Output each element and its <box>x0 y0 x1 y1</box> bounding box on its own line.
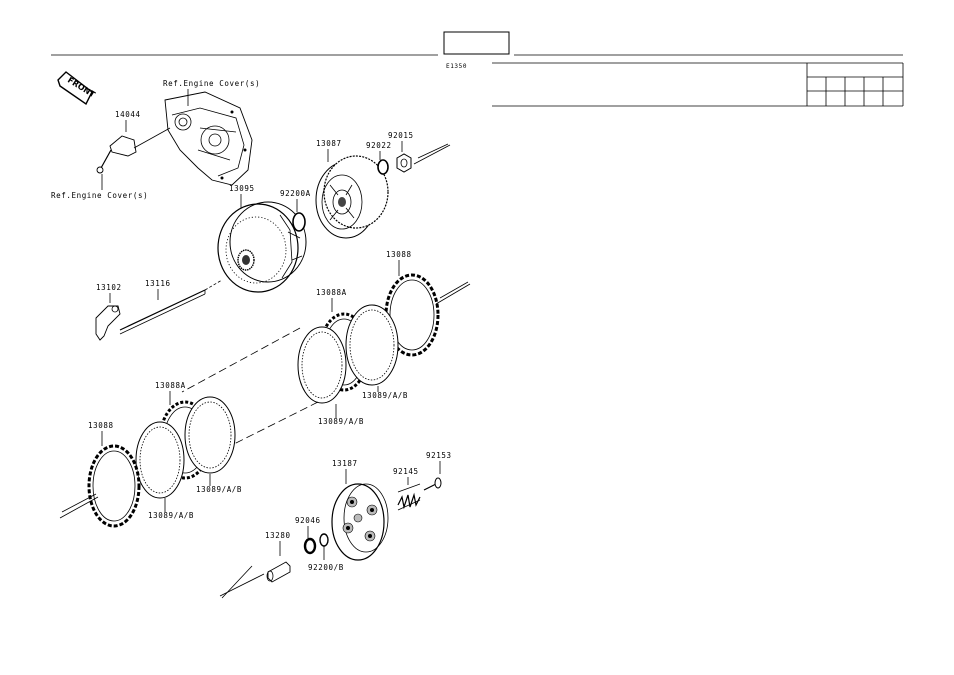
label-92200A: 92200A <box>280 189 311 198</box>
label-13280: 13280 <box>265 531 291 540</box>
part-92200A-washer <box>292 212 306 232</box>
part-13089-plates-left <box>135 396 236 499</box>
part-13095-hub <box>217 201 307 293</box>
axis-arrow-left <box>61 493 97 513</box>
label-92015: 92015 <box>388 131 414 140</box>
engine-cover-bolt <box>96 149 112 174</box>
label-92145: 92145 <box>393 467 419 476</box>
ref-engine-cover-bottom: Ref.Engine Cover(s) <box>51 191 148 200</box>
label-13116: 13116 <box>145 279 171 288</box>
axis-arrow-top <box>417 143 449 159</box>
alignment-line-lower <box>229 401 319 447</box>
part-13088-plate-left <box>87 444 141 528</box>
ref-engine-cover-top: Ref.Engine Cover(s) <box>163 79 260 88</box>
label-92200B: 92200/B <box>308 563 344 572</box>
engine-cover <box>164 91 253 186</box>
part-13087-housing <box>315 155 389 239</box>
part-92046-bearing <box>303 537 317 555</box>
label-13088A-left: 13088A <box>155 381 186 390</box>
label-13088-left: 13088 <box>88 421 114 430</box>
alignment-line-upper <box>181 327 301 393</box>
parts-table <box>492 62 904 107</box>
part-13116-rod <box>119 289 206 335</box>
part-13088-plate-top <box>384 273 440 357</box>
part-92200B-washer <box>319 533 329 547</box>
front-arrow-badge: FRONT <box>57 71 97 106</box>
label-92153: 92153 <box>426 451 452 460</box>
label-13089-r1: 13089/A/B <box>362 391 408 400</box>
label-13088-top: 13088 <box>386 250 412 259</box>
part-92145-spring <box>397 483 421 511</box>
part-92153-bolt <box>423 477 442 491</box>
part-13280-rod-holder <box>266 561 291 583</box>
label-13187: 13187 <box>332 459 358 468</box>
part-92022-washer <box>377 159 389 175</box>
header-code: E1350 <box>446 63 467 70</box>
part-13187-pressure-plate <box>331 483 389 561</box>
label-13087: 13087 <box>316 139 342 148</box>
header-box <box>443 31 510 55</box>
part-13089-plates-right <box>297 304 399 404</box>
label-92046: 92046 <box>295 516 321 525</box>
label-13088A-top: 13088A <box>316 288 347 297</box>
label-92022: 92022 <box>366 141 392 150</box>
part-92015-nut <box>396 153 412 173</box>
part-14044-lever <box>109 127 171 157</box>
part-13102-pusher <box>95 305 121 341</box>
label-13095: 13095 <box>229 184 255 193</box>
label-13089-l2: 13089/A/B <box>148 511 194 520</box>
label-13102: 13102 <box>96 283 122 292</box>
label-14044: 14044 <box>115 110 141 119</box>
label-13089-r2: 13089/A/B <box>318 417 364 426</box>
label-13089-l1: 13089/A/B <box>196 485 242 494</box>
axis-arrow-right <box>439 281 469 299</box>
